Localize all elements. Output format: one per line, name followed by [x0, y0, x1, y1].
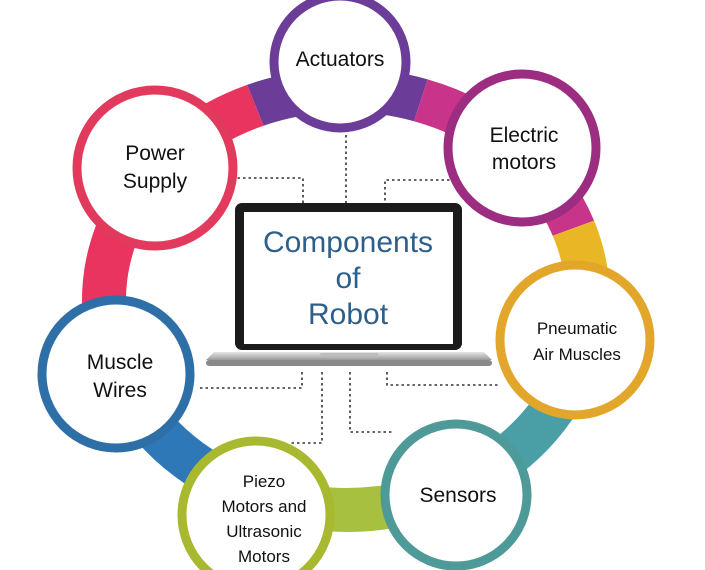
- node-label: Motors: [238, 547, 290, 566]
- node-label: Actuators: [296, 48, 385, 71]
- node-label: Supply: [123, 170, 188, 193]
- node-circle: [37, 295, 195, 453]
- node-circle: [177, 436, 335, 570]
- connector-lines: [198, 135, 500, 444]
- node-sensors: Sensors: [380, 419, 532, 570]
- node-label: Ultrasonic: [226, 522, 302, 541]
- node-circle: [443, 69, 601, 227]
- node-label: Air Muscles: [533, 345, 621, 364]
- node-label: Piezo: [243, 472, 286, 491]
- center-title-line: of: [335, 262, 361, 295]
- node-label: Power: [125, 142, 185, 165]
- node-power-supply: Power Supply: [72, 85, 238, 251]
- node-label: Muscle: [87, 351, 154, 374]
- connector-pneumatic: [386, 372, 500, 386]
- center-title: Components of Robot: [263, 226, 433, 331]
- laptop-icon: [206, 203, 492, 366]
- node-circle: [495, 260, 655, 420]
- node-muscle-wires: Muscle Wires: [37, 295, 195, 453]
- node-piezo-motors: Piezo Motors and Ultrasonic Motors: [177, 436, 335, 570]
- node-circle: [269, 0, 411, 133]
- connector-sensors: [349, 372, 392, 433]
- connector-piezo: [290, 372, 323, 444]
- node-label: Motors and: [221, 497, 306, 516]
- node-circle: [380, 419, 532, 570]
- center-title-line: Robot: [308, 298, 389, 331]
- connector-muscle-wires: [198, 372, 303, 389]
- connector-electric-motors: [384, 179, 455, 205]
- node-label: Pneumatic: [537, 319, 618, 338]
- node-label: Sensors: [419, 484, 496, 507]
- node-label: motors: [492, 151, 556, 174]
- node-electric-motors: Electric motors: [443, 69, 601, 227]
- connector-power-supply: [232, 177, 304, 205]
- node-actuators: Actuators: [269, 0, 411, 133]
- node-circle: [72, 85, 238, 251]
- node-pneumatic-air-muscles: Pneumatic Air Muscles: [495, 260, 655, 420]
- node-label: Electric: [490, 124, 559, 147]
- center-title-line: Components: [263, 226, 433, 259]
- node-label: Wires: [93, 379, 147, 402]
